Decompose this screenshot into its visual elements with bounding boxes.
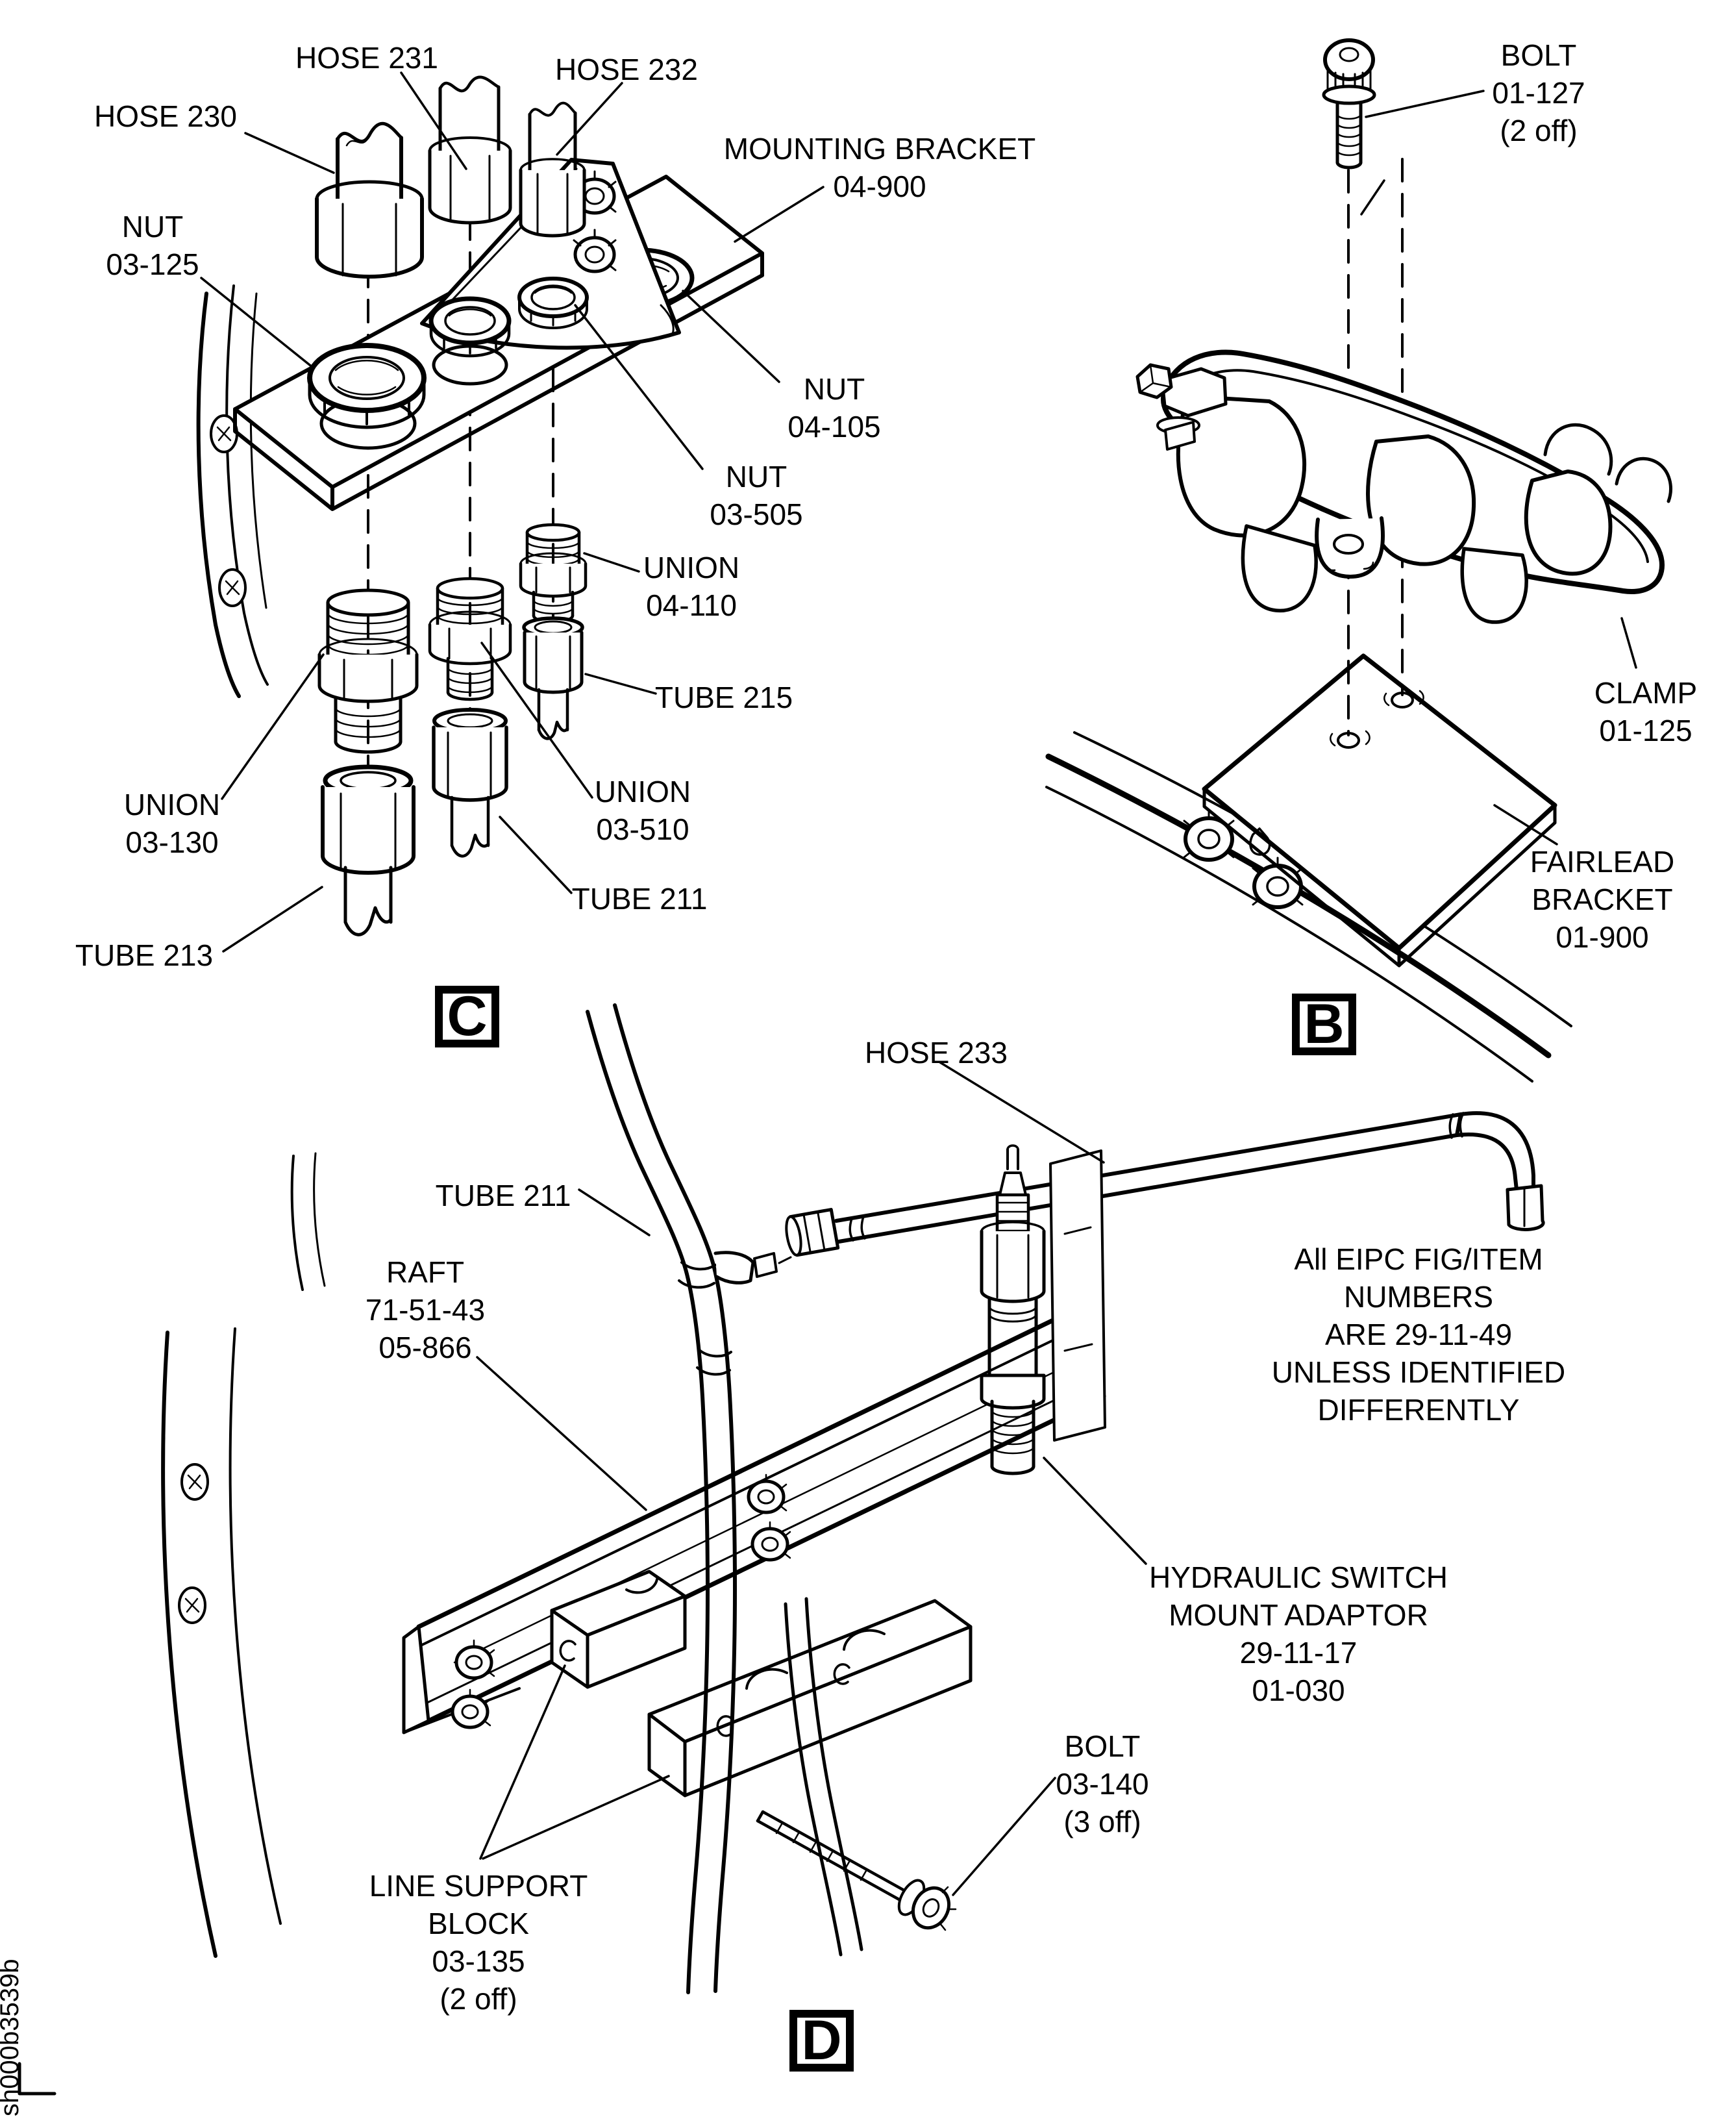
second-line [784, 1597, 863, 1957]
label-union-03-510: UNION 03-510 [594, 775, 691, 846]
label-nut-03-505: NUT 03-505 [710, 460, 803, 531]
hydraulic-switch-mount-adaptor-part [980, 1144, 1046, 1475]
label-line-support-block: LINE SUPPORT BLOCK 03-135 (2 off) [369, 1869, 588, 2016]
leader-lines-c [200, 71, 825, 953]
adaptor-bracket [1049, 1149, 1106, 1442]
label-union-04-110: UNION 04-110 [643, 551, 740, 622]
gusset-screw-2 [573, 229, 617, 273]
label-mounting-bracket: MOUNTING BRACKET 04-900 [723, 132, 1036, 203]
drawing-ref-code: sh000b3539b [0, 1959, 24, 2116]
clamp-end-bolt [1135, 363, 1228, 451]
ring-nut-mid [428, 296, 512, 358]
view-letter-d: D [801, 2009, 842, 2072]
leader-lines-b [1365, 90, 1637, 846]
union-04-110-part [519, 523, 588, 624]
label-hose-231: HOSE 231 [295, 41, 438, 75]
note-eipc-numbers: All EIPC FIG/ITEM NUMBERS ARE 29-11-49 U… [1271, 1242, 1566, 1427]
label-raft: RAFT 71-51-43 05-866 [365, 1255, 486, 1364]
bolt-01-127-part [1322, 38, 1376, 169]
ref-corner-mark [18, 2062, 56, 2096]
label-fairlead-bracket: FAIRLEAD BRACKET 01-900 [1530, 845, 1675, 954]
raft-rail [402, 1299, 1106, 1735]
union-03-130-part [317, 588, 419, 754]
hose-233-part [785, 1111, 1545, 1257]
fairlead-bracket-part [1202, 653, 1557, 968]
label-tube-213: TUBE 213 [75, 938, 214, 972]
line-support-block-2 [647, 1599, 973, 1798]
hose-230-part [315, 121, 424, 279]
label-tube-211-d: TUBE 211 [435, 1179, 571, 1212]
tube-213-part [321, 764, 415, 936]
view-letter-c: C [447, 985, 488, 1047]
label-hose-230: HOSE 230 [94, 99, 237, 133]
rail-screw-4 [750, 1521, 791, 1562]
section-b-drawing [1045, 38, 1672, 1083]
channel-bolt-1 [1183, 809, 1235, 862]
label-union-03-130: UNION 03-130 [123, 788, 221, 859]
hose-232-part [519, 101, 586, 238]
tube-211-d-part [586, 1003, 792, 1994]
view-box-d: D [789, 2009, 854, 2072]
label-nut-03-125: NUT 03-125 [106, 210, 199, 281]
frame-member-c [196, 284, 269, 698]
label-hose-232: HOSE 232 [555, 53, 698, 86]
nut-03-125-part [307, 343, 427, 429]
clamp-part [1135, 349, 1672, 624]
label-tube-211-c: TUBE 211 [571, 882, 708, 916]
line-support-block-1 [550, 1570, 687, 1689]
label-hydraulic-switch-mount-adaptor: HYDRAULIC SWITCH MOUNT ADAPTOR 29-11-17 … [1148, 1560, 1448, 1707]
hose-231-part [428, 75, 512, 225]
tube-211-c-part [432, 708, 508, 858]
union-03-510-part [428, 577, 512, 701]
label-bolt-01-127: BOLT 01-127 (2 off) [1492, 38, 1585, 147]
nut-03-505-part [517, 277, 589, 329]
rail-screw-3 [747, 1473, 787, 1514]
rail-screw-1 [454, 1639, 495, 1680]
tube-215-part [522, 616, 584, 740]
label-nut-04-105: NUT 04-105 [787, 372, 881, 444]
label-bolt-03-140: BOLT 03-140 (3 off) [1056, 1729, 1149, 1838]
section-d-drawing [161, 1003, 1545, 1994]
view-letter-b: B [1304, 993, 1345, 1055]
label-hose-233: HOSE 233 [865, 1036, 1008, 1070]
section-c-drawing [196, 71, 825, 953]
bolt-03-140-part [756, 1810, 957, 1931]
rail-screw-2 [451, 1688, 491, 1729]
view-box-c: C [435, 985, 499, 1047]
leader-lines-d [476, 1061, 1147, 1896]
frame-member-d [161, 1152, 326, 1958]
label-tube-215: TUBE 215 [654, 681, 793, 714]
view-box-b: B [1292, 993, 1356, 1055]
label-clamp-01-125: CLAMP 01-125 [1594, 676, 1698, 747]
